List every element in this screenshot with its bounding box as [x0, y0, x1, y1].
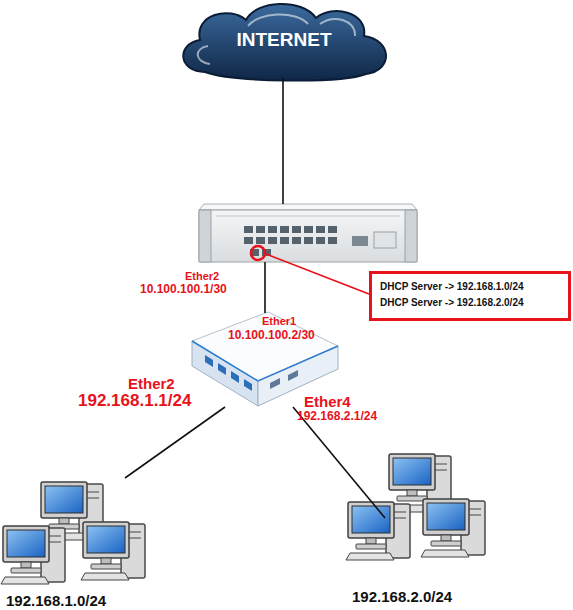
dhcp-callout: DHCP Server -> 192.168.1.0/24DHCP Server… [369, 271, 571, 321]
lan-computers: 192.168.2.0/24 [340, 448, 492, 608]
hap-ports [205, 355, 252, 391]
ip-address: 192.168.1.1/24 [78, 392, 191, 411]
ip-address: 10.100.100.1/30 [140, 283, 227, 296]
rack-router [199, 204, 417, 262]
network-link [264, 262, 266, 313]
hap-router: Ether110.100.100.2/30Ether2192.168.1.1/2… [183, 313, 338, 409]
ip-address: 192.168.2.1/24 [297, 410, 377, 423]
hap-ports [270, 370, 298, 389]
router-top [199, 204, 417, 210]
port [244, 226, 253, 233]
subnet-label: 192.168.1.0/24 [6, 593, 106, 610]
port [268, 237, 277, 244]
dhcp-note: DHCP Server -> 192.168.1.0/24 [380, 281, 524, 292]
port [268, 226, 277, 233]
computer-icon [81, 522, 145, 580]
router-ear [199, 210, 211, 262]
port [316, 226, 325, 233]
port-name: Ether2 [185, 270, 219, 282]
router-body [199, 210, 417, 262]
port [244, 379, 252, 391]
network-link [266, 254, 369, 294]
subnet-label: 192.168.2.0/24 [352, 589, 452, 606]
port-name: Ether1 [262, 315, 296, 327]
router-groove [216, 216, 400, 217]
dhcp-note: DHCP Server -> 192.168.2.0/24 [380, 297, 524, 308]
port [218, 363, 226, 375]
port [231, 371, 239, 383]
network-link [282, 78, 284, 204]
port [328, 226, 337, 233]
lan-computers: 192.168.1.0/24 [0, 478, 165, 610]
port-name: Ether2 [128, 376, 175, 393]
network-link [293, 407, 385, 518]
hap-trim [192, 341, 338, 381]
router-ear [405, 210, 417, 262]
port [256, 237, 265, 244]
hap-router [192, 312, 338, 406]
port [316, 237, 325, 244]
port [205, 355, 213, 367]
internet-cloud: INTERNET [178, 2, 390, 80]
port-name: Ether4 [304, 394, 351, 411]
router-ports [244, 226, 337, 256]
port [292, 237, 301, 244]
cloud-label: INTERNET [178, 30, 390, 51]
highlight-circle [251, 246, 265, 260]
ip-address: 10.100.100.2/30 [228, 329, 315, 342]
port [304, 226, 313, 233]
port [304, 237, 313, 244]
network-link [125, 407, 225, 478]
router-panel [352, 236, 368, 246]
computer-icon [421, 499, 485, 557]
port [244, 237, 253, 244]
port [328, 237, 337, 244]
port [256, 226, 265, 233]
port [280, 226, 289, 233]
port [292, 226, 301, 233]
hap-front-left [192, 341, 258, 406]
router-panel [374, 232, 396, 248]
computer-icon [1, 526, 65, 584]
port [280, 237, 289, 244]
core-router: Ether210.100.100.1/30 [199, 204, 417, 262]
